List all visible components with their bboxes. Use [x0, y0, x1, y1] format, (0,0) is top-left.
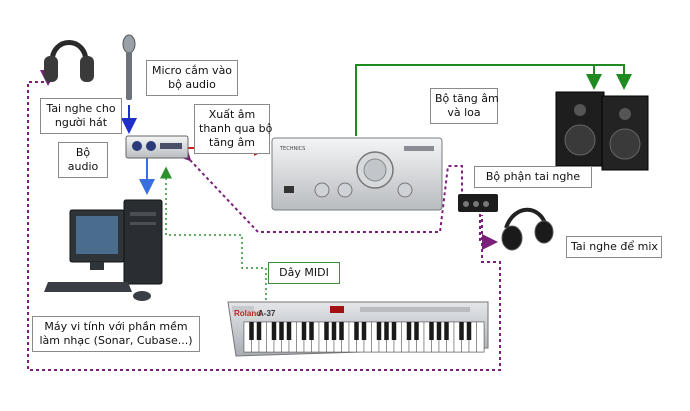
audio-box-label-line-1: Bộ: [75, 146, 91, 159]
singer-headphones-label-line-2: người hát: [54, 116, 108, 129]
black-key: [436, 322, 442, 340]
mix-headphones-icon: [501, 207, 554, 251]
black-key: [339, 322, 344, 340]
black-key: [279, 322, 284, 340]
speakers-icon: [555, 91, 649, 171]
black-key: [309, 322, 314, 340]
computer-label: Máy vi tính với phần mềm làm nhạc (Sonar…: [32, 316, 200, 352]
singer-headphones-label: Tai nghe cho người hát: [40, 98, 122, 134]
micro-label-line-2: bộ audio: [168, 78, 216, 91]
midi-label: Dây MIDI: [268, 262, 340, 284]
black-key: [361, 322, 367, 340]
audio-interface-device: [125, 135, 189, 159]
headphone-amp-unit: [458, 194, 498, 212]
keyboard-brand: Roland: [234, 309, 261, 318]
output-label-line-3: tăng âm: [209, 136, 255, 149]
black-key: [376, 322, 382, 340]
computer-label-line-1: Máy vi tính với phần mềm: [44, 320, 188, 333]
black-key: [429, 322, 434, 340]
black-key: [249, 322, 254, 340]
black-key: [354, 322, 359, 340]
black-key: [444, 322, 449, 340]
headphone-unit-to-mix-line: [479, 214, 498, 250]
black-key: [301, 322, 307, 340]
amp-to-speakers-line: [355, 64, 632, 136]
amplifier-device: TECHNICS: [271, 137, 443, 211]
micro-label: Micro cắm vào bộ audio: [146, 60, 238, 96]
keyboard-model: A-37: [258, 309, 276, 318]
midi-cable-line: [160, 166, 267, 300]
mix-headphones-label: Tai nghe để mix: [566, 236, 662, 258]
output-label-line-1: Xuất âm: [208, 108, 256, 121]
black-key: [256, 322, 262, 340]
audio-box-label: Bộ audio: [58, 142, 108, 178]
black-key: [414, 322, 419, 340]
black-key: [459, 322, 464, 340]
black-key: [406, 322, 412, 340]
black-key: [466, 322, 472, 340]
computer-label-line-2: làm nhạc (Sonar, Cubase...): [39, 334, 193, 347]
black-key: [391, 322, 397, 340]
output-label: Xuất âm thanh qua bộ tăng âm: [194, 104, 273, 154]
white-key: [476, 321, 485, 353]
black-key: [324, 322, 329, 340]
audio-to-headphone-unit-line: [174, 144, 463, 233]
amp-brand: TECHNICS: [279, 146, 305, 152]
monitor-loop-line: [27, 81, 501, 371]
midi-label-text: Dây MIDI: [279, 266, 329, 279]
black-key: [271, 322, 277, 340]
black-key: [286, 322, 292, 340]
headphone-unit-label: Bộ phận tai nghe: [474, 166, 592, 188]
output-label-line-2: thanh qua bộ: [199, 122, 273, 135]
singer-headphones-label-line-1: Tai nghe cho: [46, 102, 116, 115]
amp-speakers-label-line-1: Bộ tăng âm: [435, 92, 499, 105]
headphone-unit-label-text: Bộ phận tai nghe: [485, 170, 581, 183]
amp-speakers-label: Bộ tăng âm và loa: [430, 88, 499, 124]
keyboard-keys: [243, 321, 485, 353]
audio-box-label-line-2: audio: [67, 160, 99, 173]
black-key: [331, 322, 337, 340]
computer-icon: [44, 199, 163, 301]
micro-label-line-1: Micro cắm vào: [151, 64, 233, 77]
singer-headphones-icon: [44, 40, 94, 82]
mix-headphones-label-text: Tai nghe để mix: [571, 240, 658, 253]
microphone-icon: [122, 34, 136, 100]
black-key: [384, 322, 389, 340]
amp-speakers-label-line-2: và loa: [447, 106, 481, 119]
midi-keyboard-device: Roland A-37: [227, 301, 489, 357]
